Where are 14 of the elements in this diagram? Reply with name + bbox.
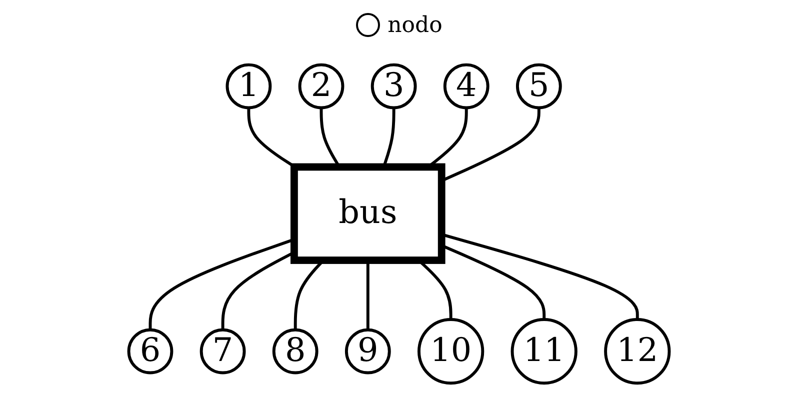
node-circle: 3 bbox=[370, 63, 417, 110]
node-circle: 5 bbox=[516, 63, 562, 110]
legend-label: nodo bbox=[388, 12, 442, 38]
node-circle: 8 bbox=[272, 328, 318, 374]
node-circle: 4 bbox=[443, 63, 490, 110]
node-circle: 12 bbox=[604, 318, 671, 385]
node-circle: 7 bbox=[200, 328, 246, 374]
node-circle: 9 bbox=[344, 328, 391, 374]
node-box: bus bbox=[290, 163, 446, 264]
node-circle: 10 bbox=[418, 318, 484, 385]
node-circle: 1 bbox=[226, 63, 272, 110]
node-circle: 2 bbox=[298, 63, 344, 110]
node-circle: 6 bbox=[127, 328, 174, 374]
node-circle: 11 bbox=[510, 318, 578, 385]
